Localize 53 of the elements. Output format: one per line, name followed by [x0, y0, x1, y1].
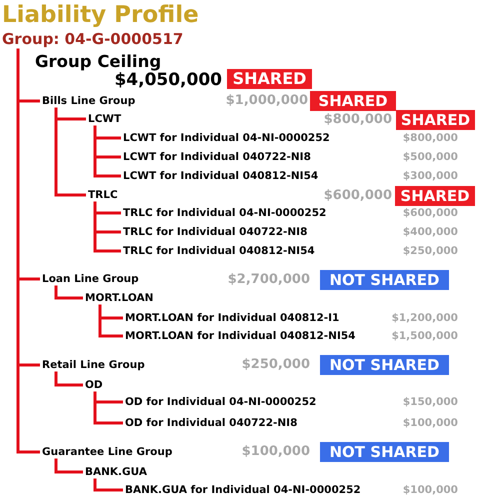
tree-item-label: Loan Line Group: [42, 272, 139, 286]
status-badge: SHARED: [396, 110, 475, 130]
tree-item-label: LCWT for Individual 04-NI-0000252: [123, 132, 330, 144]
amount-text: $300,000: [402, 170, 458, 182]
tree-item-label: MORT.LOAN for Individual 040812-NI54: [125, 330, 356, 342]
tree-item-label: OD for Individual 040722-NI8: [125, 416, 298, 430]
group-id-label: Group: 04-G-0000517: [2, 30, 184, 48]
title: Liability Profile: [2, 0, 199, 30]
tree-item-label: TRLC: [88, 188, 118, 202]
status-badge: SHARED: [395, 186, 475, 206]
amount-text: $400,000: [402, 226, 458, 238]
amount-text: $1,000,000: [226, 93, 308, 109]
amount-text: $2,700,000: [228, 272, 310, 288]
amount-text: $100,000: [402, 416, 458, 430]
amount-text: $100,000: [242, 444, 310, 460]
status-badge: SHARED: [227, 69, 312, 89]
tree-item-label: LCWT: [88, 112, 122, 126]
tree-item-label: OD: [85, 378, 103, 392]
connector-line: [16, 48, 40, 454]
tree-item-label: TRLC for Individual 04-NI-0000252: [123, 206, 326, 220]
amount-text: $800,000: [402, 132, 458, 144]
tree-item-label: BANK.GUA for Individual 04-NI-0000252: [125, 484, 361, 496]
tree-item-label: TRLC for Individual 040722-NI8: [123, 226, 308, 238]
tree-item-label: TRLC for Individual 040812-NI54: [123, 244, 315, 258]
amount-text: $4,050,000: [114, 70, 222, 90]
tree-item-label: Guarantee Line Group: [42, 446, 172, 458]
amount-text: $150,000: [402, 396, 458, 408]
status-badge: SHARED: [310, 91, 396, 111]
tree-item-label: Retail Line Group: [42, 358, 145, 372]
tree-item-label: MORT.LOAN for Individual 040812-I1: [125, 312, 340, 324]
status-badge: NOT SHARED: [320, 355, 449, 375]
status-badge: NOT SHARED: [320, 270, 449, 290]
amount-text: $500,000: [402, 150, 458, 164]
tree-item-label: OD for Individual 04-NI-0000252: [125, 396, 316, 408]
ceiling-heading: Group Ceiling: [35, 50, 162, 71]
tree-item-label: LCWT for Individual 040812-NI54: [123, 170, 318, 182]
amount-text: $600,000: [324, 188, 392, 204]
amount-text: $250,000: [242, 357, 310, 373]
status-badge: NOT SHARED: [320, 442, 449, 462]
connector-line: [54, 458, 83, 474]
amount-text: $100,000: [402, 484, 458, 496]
tree-item-label: BANK.GUA: [85, 466, 147, 478]
connector-line: [54, 286, 83, 300]
amount-text: $800,000: [324, 112, 392, 128]
amount-text: $600,000: [402, 206, 458, 220]
amount-text: $250,000: [402, 244, 458, 258]
tree-item-label: LCWT for Individual 040722-NI8: [123, 150, 311, 164]
connector-line: [94, 478, 123, 492]
connector-line: [54, 372, 83, 386]
amount-text: $1,200,000: [392, 312, 458, 324]
tree-item-label: MORT.LOAN: [85, 292, 154, 304]
tree-item-label: Bills Line Group: [42, 94, 136, 108]
amount-text: $1,500,000: [392, 330, 458, 342]
